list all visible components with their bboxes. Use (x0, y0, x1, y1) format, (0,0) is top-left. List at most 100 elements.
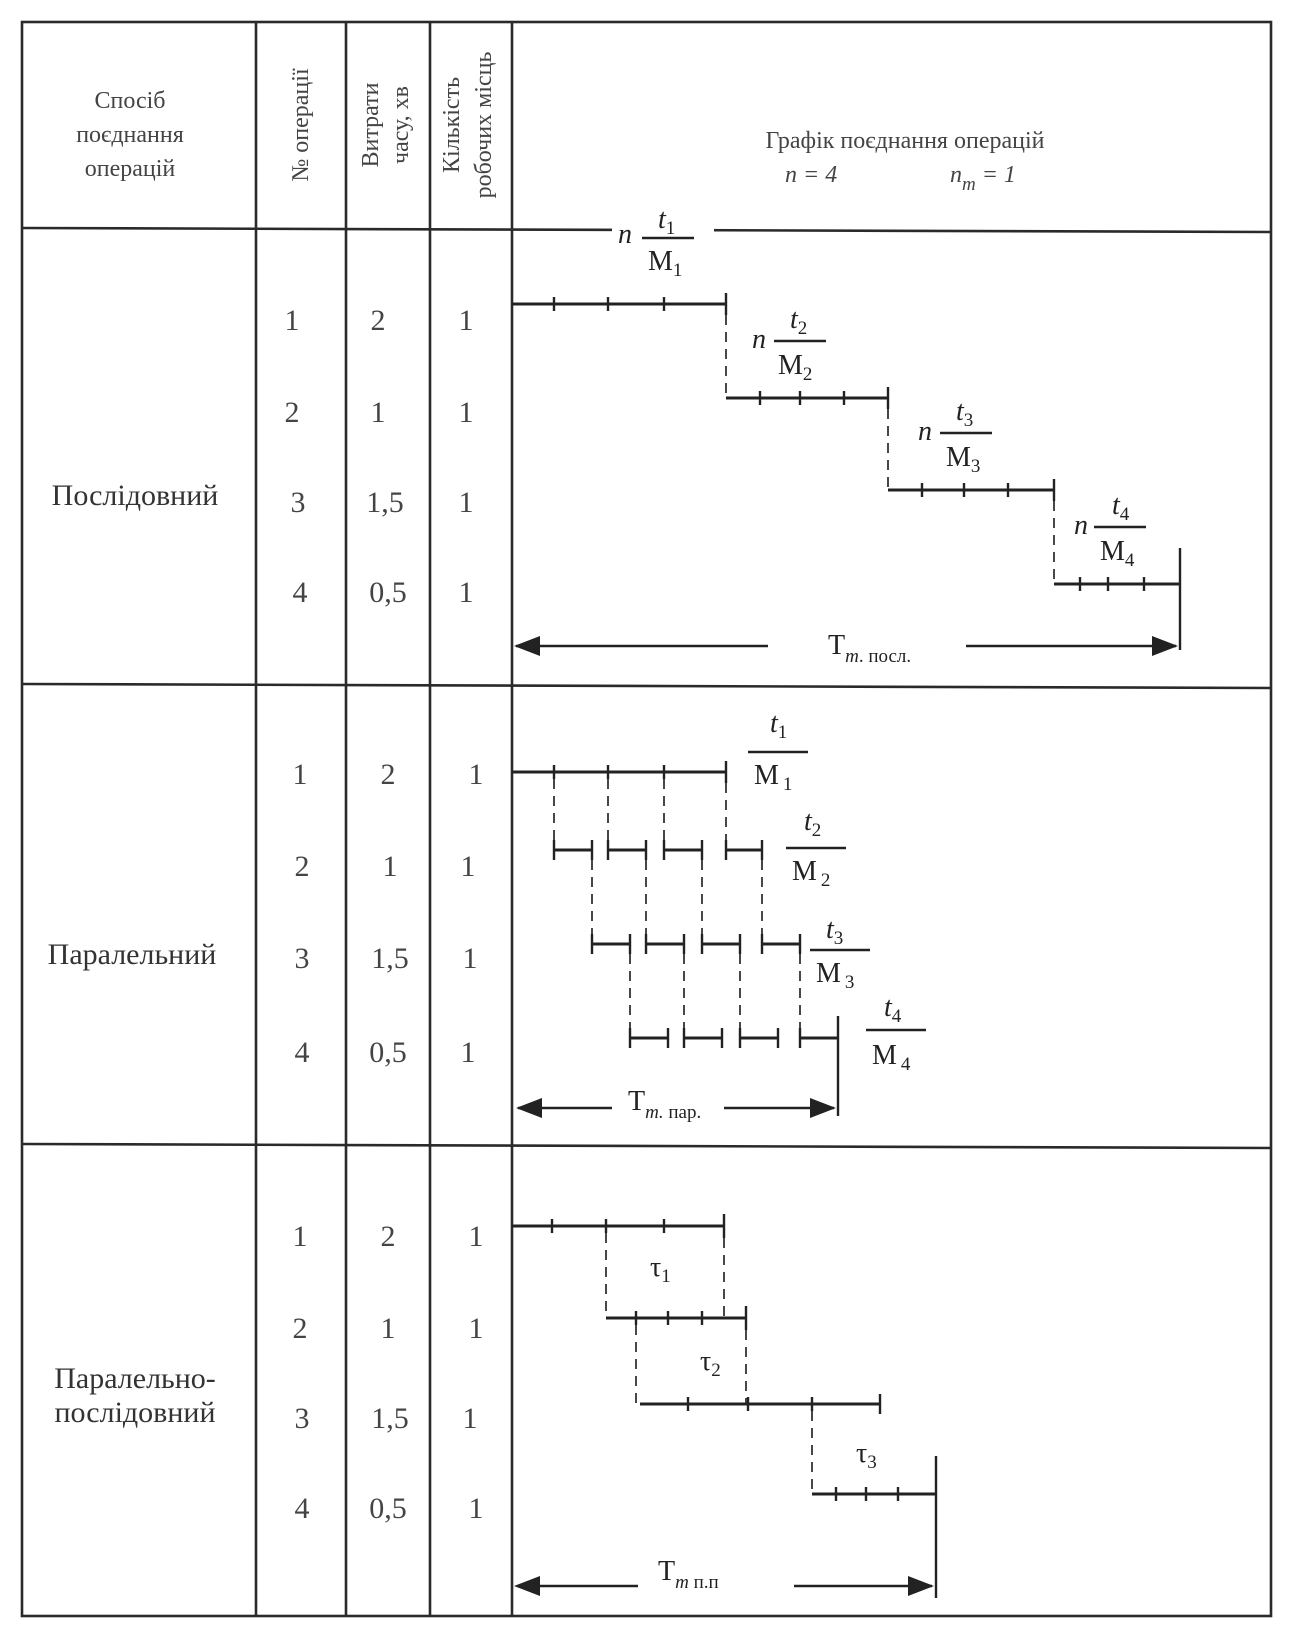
seq-total-arrow: Tm. посл. (514, 630, 1178, 667)
row-sequential: Послідовний 1 2 1 2 1 1 3 1,5 1 4 0,5 1 (52, 204, 1182, 667)
row-sequential-values: 1 2 1 2 1 1 3 1,5 1 4 0,5 1 (285, 304, 474, 609)
op-time: 1,5 (366, 486, 404, 519)
op-number: 2 (285, 396, 300, 429)
svg-text:n: n (918, 416, 932, 447)
op-time: 2 (381, 758, 396, 791)
op-number: 1 (285, 304, 300, 337)
op-number: 3 (295, 1402, 310, 1435)
pp-total-label: Tm п.п (658, 1556, 719, 1593)
svg-text:M2: M2 (792, 856, 830, 891)
workplaces-col-header-line-2: робочих місць (471, 52, 497, 199)
parallel-gantt: t1 M1 t2 M2 t3 M3 t4 M4 (512, 708, 926, 1123)
op-number: 2 (293, 1312, 308, 1345)
op-time: 1 (383, 850, 398, 883)
seq-label-4: n t4 M4 (1074, 490, 1146, 571)
table-header: Спосіб поєднання операцій № операції Вит… (76, 52, 1044, 199)
seq-label-3: n t3 M3 (918, 396, 992, 477)
tau-3-label: τ3 (856, 1438, 877, 1473)
op4-segments (628, 1016, 840, 1116)
method-label-parallel-sequential-line-2: послідовний (54, 1396, 215, 1429)
n-label: n = 4 (785, 162, 837, 188)
op-number: 2 (295, 850, 310, 883)
sequential-gantt: n t1 M1 n t2 M2 n t3 M3 n t4 M4 (512, 204, 1182, 667)
op-no-col-header: № операції (288, 68, 314, 182)
op-time: 2 (371, 304, 386, 337)
op-workplaces: 1 (459, 396, 474, 429)
svg-text:t3: t3 (826, 914, 843, 949)
method-col-header-line-1: Спосіб (95, 88, 166, 114)
op-workplaces: 1 (459, 486, 474, 519)
svg-text:t4: t4 (1112, 490, 1130, 525)
op-workplaces: 1 (469, 1312, 484, 1345)
parallel-sequential-gantt: τ1 τ2 τ3 Tm п.п (512, 1214, 938, 1598)
op-workplaces: 1 (469, 1492, 484, 1525)
svg-text:M3: M3 (946, 442, 980, 477)
seq-total-label: Tm. посл. (828, 630, 911, 667)
method-col-header-line-3: операцій (85, 156, 176, 182)
svg-text:t1: t1 (770, 708, 787, 743)
tau-2-label: τ2 (700, 1346, 721, 1381)
table-grid (20, 20, 1273, 1618)
pp-total-arrow: Tm п.п (514, 1556, 934, 1596)
op-number: 4 (293, 576, 308, 609)
svg-text:n: n (752, 324, 766, 355)
par-total-arrow: Tm. пар. (516, 1086, 836, 1123)
op-workplaces: 1 (469, 1220, 484, 1253)
op2-segments (552, 840, 764, 860)
op-number: 3 (291, 486, 306, 519)
row-parallel-values: 1 2 1 2 1 1 3 1,5 1 4 0,5 1 (293, 758, 484, 1069)
op-time: 1 (371, 396, 386, 429)
time-col-header-line-1: Витрати (358, 82, 384, 167)
op-workplaces: 1 (463, 942, 478, 975)
seq-label-1: n t1 M1 (612, 204, 714, 281)
op-time: 0,5 (369, 576, 407, 609)
par-total-label: Tm. пар. (628, 1086, 701, 1123)
time-col-header-line-2: часу, хв (388, 86, 414, 164)
op-time: 1,5 (371, 1402, 409, 1435)
svg-text:t4: t4 (884, 992, 902, 1027)
op-time: 0,5 (369, 1036, 407, 1069)
method-label-parallel-sequential-line-1: Паралельно- (54, 1362, 216, 1395)
op-number: 3 (295, 942, 310, 975)
svg-text:M1: M1 (648, 246, 682, 281)
op-workplaces: 1 (461, 1036, 476, 1069)
op-number: 1 (293, 1220, 308, 1253)
op-number: 1 (293, 758, 308, 791)
op-workplaces: 1 (463, 1402, 478, 1435)
op-workplaces: 1 (459, 304, 474, 337)
op-time: 0,5 (369, 1492, 407, 1525)
op-time: 2 (381, 1220, 396, 1253)
method-label-parallel: Паралельний (48, 938, 217, 971)
svg-text:t2: t2 (790, 304, 807, 339)
svg-text:t3: t3 (956, 396, 973, 431)
svg-text:M1: M1 (754, 760, 792, 795)
row-parallel: Паралельний 1 2 1 2 1 1 3 1,5 1 4 0,5 1 (48, 708, 926, 1123)
method-label-sequential: Послідовний (52, 479, 219, 512)
graph-title: Графік поєднання операцій (766, 128, 1045, 154)
svg-text:M2: M2 (778, 350, 812, 385)
row-parallel-sequential: Паралельно- послідовний 1 2 1 2 1 1 3 1,… (54, 1214, 938, 1598)
workplaces-col-header-line-1: Кількість (439, 77, 465, 173)
seq-label-2: n t2 M2 (752, 304, 826, 385)
svg-text:n: n (618, 219, 632, 250)
svg-text:M4: M4 (1100, 536, 1135, 571)
op-time: 1,5 (371, 942, 409, 975)
svg-text:M3: M3 (816, 958, 854, 993)
op-number: 4 (295, 1492, 310, 1525)
tau-1-label: τ1 (650, 1252, 671, 1287)
svg-text:M4: M4 (872, 1040, 911, 1075)
svg-text:t2: t2 (804, 806, 821, 841)
svg-text:n: n (1074, 510, 1088, 541)
row-parallel-sequential-values: 1 2 1 2 1 1 3 1,5 1 4 0,5 1 (293, 1220, 484, 1525)
op-time: 1 (381, 1312, 396, 1345)
op-workplaces: 1 (469, 758, 484, 791)
svg-text:t1: t1 (658, 204, 675, 239)
op-workplaces: 1 (461, 850, 476, 883)
nm-label: nm = 1 (950, 162, 1016, 195)
op-workplaces: 1 (459, 576, 474, 609)
